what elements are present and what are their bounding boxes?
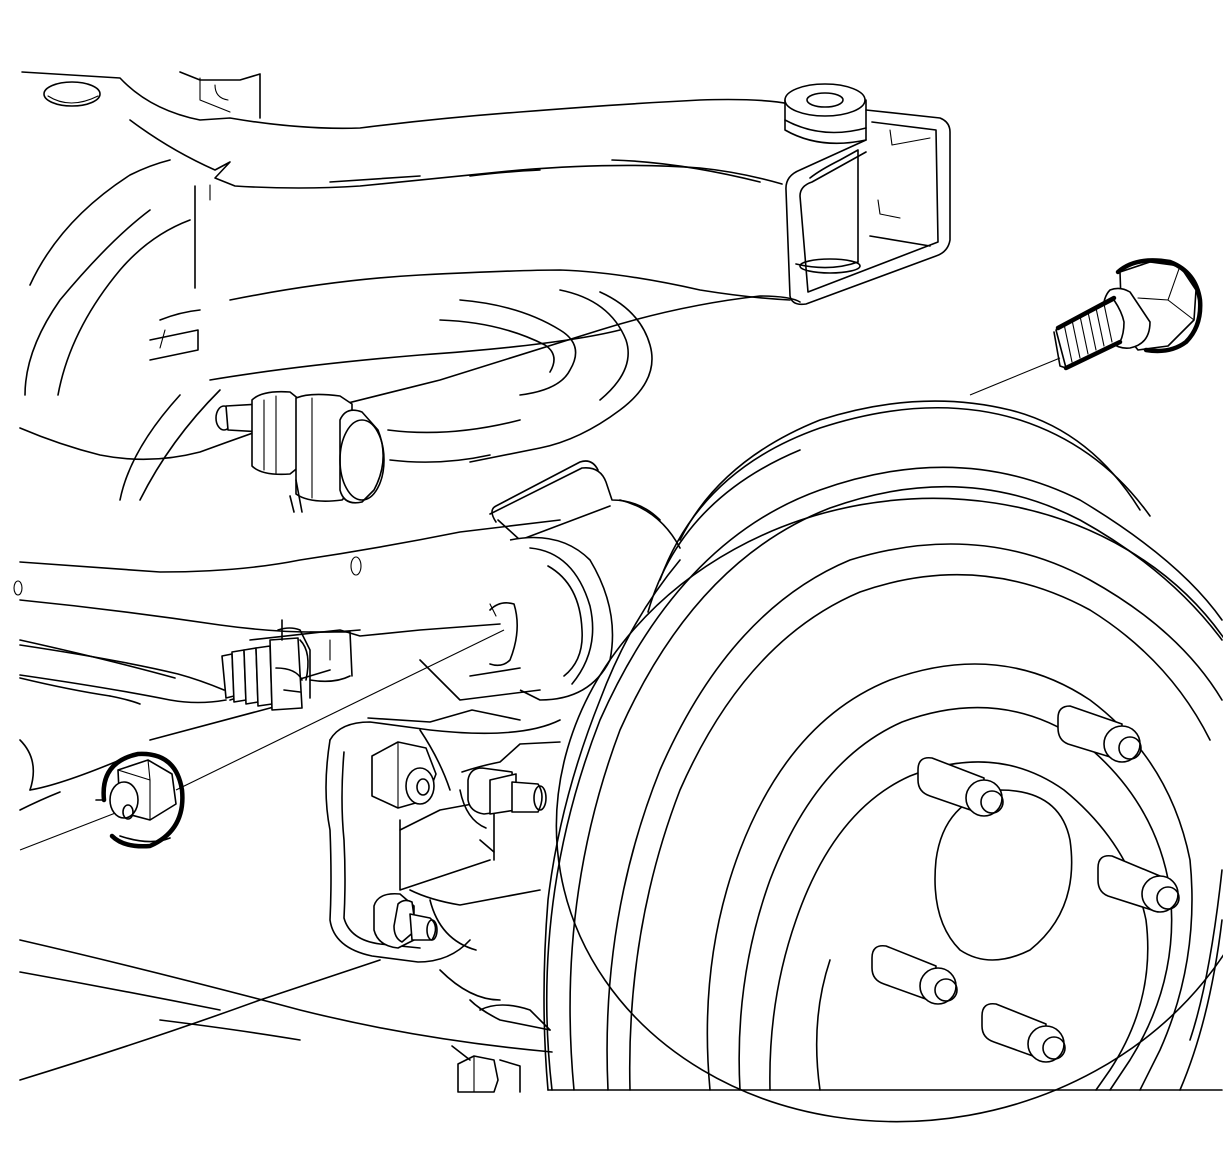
nut-icon	[95, 751, 185, 849]
brake-drum-icon	[543, 400, 1223, 1123]
lower-control-arm-icon	[19, 739, 553, 1081]
brake-hose-icon	[19, 619, 353, 711]
hub-bolt-head-icon	[371, 741, 437, 809]
trailing-arm-icon	[13, 460, 681, 791]
rear-axle-subframe-icon	[19, 71, 801, 501]
lower-nut-icon	[451, 1045, 521, 1093]
wheel-stud-icon	[871, 705, 1180, 1063]
lower-stud-icon	[373, 892, 438, 949]
bearing-hub-mounting-plate-icon	[325, 709, 561, 1031]
mounting-bolt-icon	[1053, 258, 1203, 371]
bolt-axis-line	[19, 357, 1061, 851]
hub-stud-icon	[467, 767, 547, 815]
stabilizer-bar-icon	[387, 289, 653, 463]
stabilizer-link-icon	[215, 390, 385, 513]
subframe-mount-bushing-icon	[784, 83, 951, 306]
